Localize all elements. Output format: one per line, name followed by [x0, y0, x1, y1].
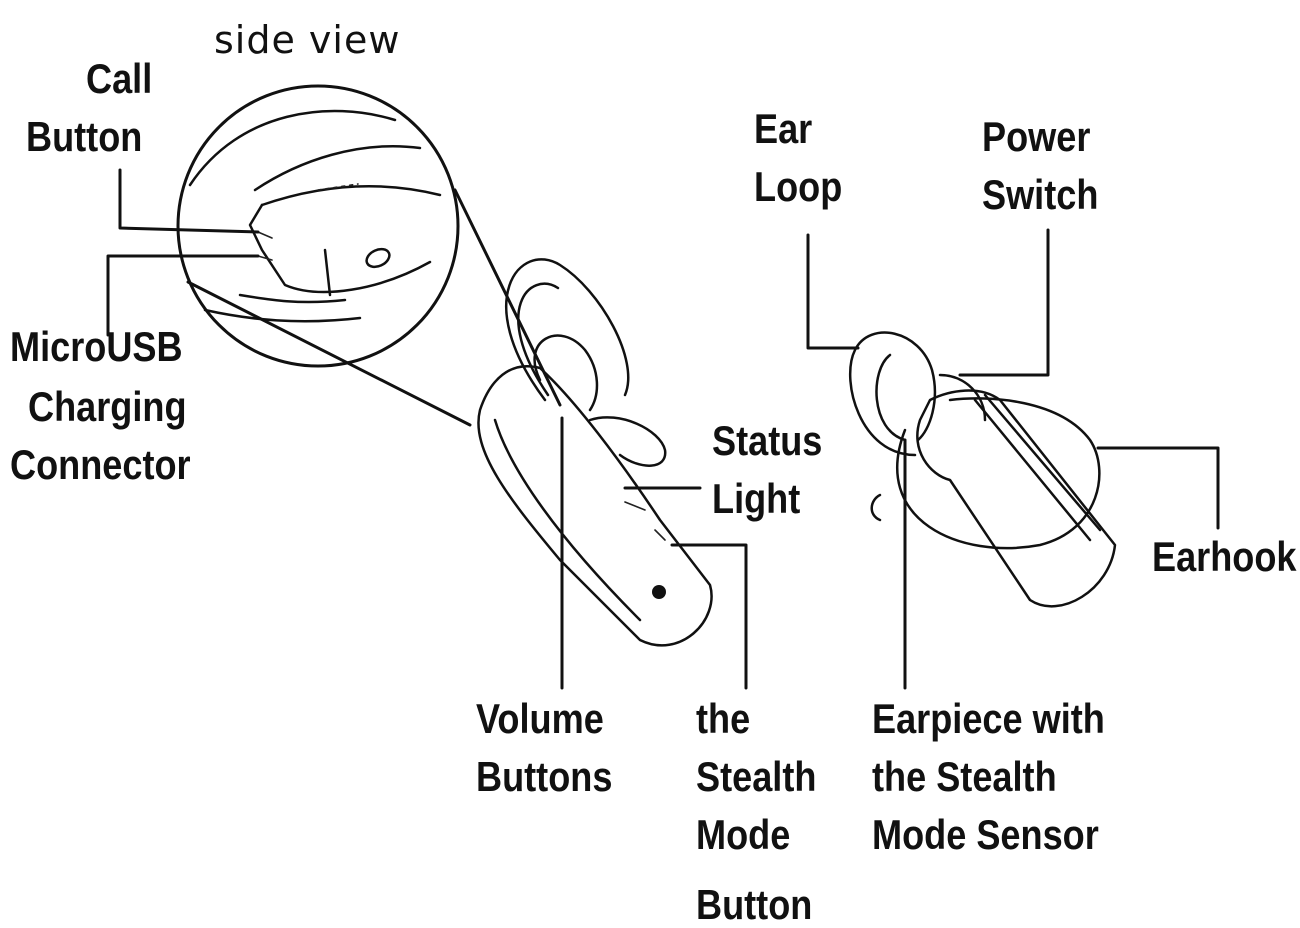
- label-status-light: Status Light: [712, 412, 822, 528]
- label-line: MicroUSB: [10, 323, 183, 370]
- label-line: Status: [712, 417, 823, 464]
- leader-power-switch: [958, 228, 1050, 377]
- side-view-title: side view: [214, 18, 401, 62]
- left-earhook-outer: [504, 258, 630, 402]
- label-line: Button: [26, 113, 143, 160]
- usb-port: [365, 247, 391, 269]
- left-headset-body: [477, 365, 713, 647]
- right-headset-body: [916, 389, 1117, 608]
- leader-ear-loop: [806, 233, 860, 350]
- label-volume-buttons: Volume Buttons: [476, 690, 612, 806]
- label-line: Volume: [476, 695, 604, 742]
- label-line: Mode: [696, 811, 791, 858]
- left-earpiece: [588, 416, 667, 467]
- right-ear-loop-inner: [875, 353, 907, 442]
- right-small-clip: [870, 493, 882, 522]
- side-view-body-front: [248, 203, 432, 294]
- label-line: Call: [86, 55, 153, 102]
- right-earhook: [896, 397, 1101, 550]
- side-view-body-ridge: [260, 185, 442, 207]
- label-microusb: MicroUSB: [10, 318, 183, 376]
- label-call-button-2: Button: [26, 108, 142, 166]
- left-mic-hole: [652, 585, 666, 599]
- label-stealth-button-4: Button: [696, 876, 812, 928]
- right-body-edge-2: [983, 393, 1102, 532]
- call-button-nub: [257, 231, 273, 239]
- left-body-edge: [493, 418, 642, 622]
- label-line: Connector: [10, 441, 191, 488]
- right-power-switch: [938, 373, 987, 422]
- label-line: Button: [696, 881, 813, 928]
- label-call-button: Call: [86, 50, 152, 108]
- leader-call-button: [118, 168, 260, 234]
- leader-earhook: [1096, 446, 1220, 530]
- label-line: Earpiece with: [872, 695, 1105, 742]
- label-ear-loop: Ear Loop: [754, 100, 842, 216]
- label-line: Buttons: [476, 753, 613, 800]
- side-view-outline-top: [188, 109, 397, 187]
- label-earpiece: Earpiece with the Stealth Mode Sensor: [872, 690, 1105, 864]
- label-line: Loop: [754, 163, 843, 210]
- left-ear-loop: [533, 334, 599, 412]
- label-line: Switch: [982, 171, 1099, 218]
- usb-nub: [257, 255, 273, 261]
- label-power-switch: Power Switch: [982, 108, 1098, 224]
- magnifier-circle: [176, 84, 460, 368]
- label-line: Stealth: [696, 753, 817, 800]
- label-line: Power: [982, 113, 1091, 160]
- label-line: the Stealth: [872, 753, 1057, 800]
- label-stealth-button: the Stealth Mode: [696, 690, 816, 864]
- leader-stealth-button: [670, 543, 748, 690]
- label-microusb-3: Connector: [10, 436, 191, 494]
- label-earhook: Earhook: [1152, 533, 1297, 580]
- headset-rear-view: [848, 331, 1117, 608]
- side-view-seam: [323, 248, 332, 297]
- label-line: the: [696, 695, 751, 742]
- magnifier-ray-lower: [186, 280, 472, 427]
- label-microusb-2: Charging: [28, 378, 187, 436]
- side-view-cord: [238, 293, 347, 304]
- left-stealth-mark: [654, 529, 666, 541]
- label-line: Light: [712, 475, 801, 522]
- right-body-edge: [973, 398, 1092, 542]
- label-line: Charging: [28, 383, 187, 430]
- left-status-light-mark: [624, 501, 646, 511]
- side-view-grille: [317, 183, 359, 191]
- label-line: Ear: [754, 105, 813, 152]
- headset-front-view: [477, 258, 713, 647]
- leader-microusb: [106, 254, 260, 337]
- label-line: Mode Sensor: [872, 811, 1099, 858]
- side-view-base: [203, 308, 362, 323]
- right-ear-loop-outer: [848, 331, 937, 457]
- side-view-body-edge: [253, 144, 422, 192]
